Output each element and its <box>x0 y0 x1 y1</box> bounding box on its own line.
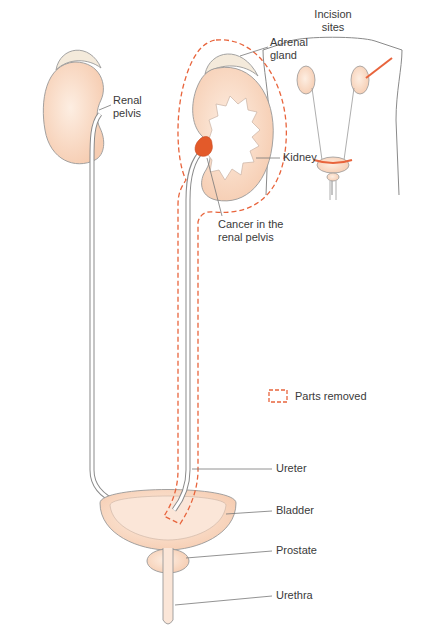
legend-swatch-outline <box>269 390 287 402</box>
part-label: Prostate <box>276 544 346 557</box>
leader-line <box>186 551 272 558</box>
part-label: Kidney <box>283 151 343 164</box>
part-label: Renal pelvis <box>113 94 155 119</box>
leader-line <box>226 511 272 514</box>
inset-heading: Incision sites <box>307 8 359 33</box>
kidney <box>43 62 103 164</box>
inset-ureter <box>312 88 322 160</box>
leader-line <box>240 47 268 56</box>
ureter <box>92 114 118 503</box>
incision-line <box>314 160 352 163</box>
part-label: Ureter <box>276 462 346 475</box>
leader-line <box>192 469 272 470</box>
legend-text: Parts removed <box>295 390 367 402</box>
inset-urethra <box>330 181 336 200</box>
removal-outline <box>164 40 286 524</box>
inset-prostate <box>327 173 339 181</box>
leader-line <box>175 596 272 605</box>
bladder <box>100 490 236 551</box>
part-label: Urethra <box>276 589 346 602</box>
part-label: Adrenal gland <box>270 36 320 61</box>
ureter <box>92 114 118 503</box>
leader-line <box>99 105 111 110</box>
inset-ureter <box>344 88 354 160</box>
tumour <box>195 137 212 157</box>
leader-line <box>207 158 222 216</box>
inset-body <box>263 37 402 200</box>
inset-bladder <box>317 157 349 173</box>
urethra <box>163 548 173 624</box>
incision-line <box>366 58 392 78</box>
renal-medulla <box>206 96 260 180</box>
part-label: Bladder <box>276 504 346 517</box>
part-label: Cancer in the renal pelvis <box>218 218 296 243</box>
kidney <box>193 67 274 201</box>
legend-entry: Parts removed <box>268 389 367 403</box>
legend-swatch <box>268 389 288 403</box>
body-outline <box>263 37 402 195</box>
leader-line <box>256 158 280 159</box>
